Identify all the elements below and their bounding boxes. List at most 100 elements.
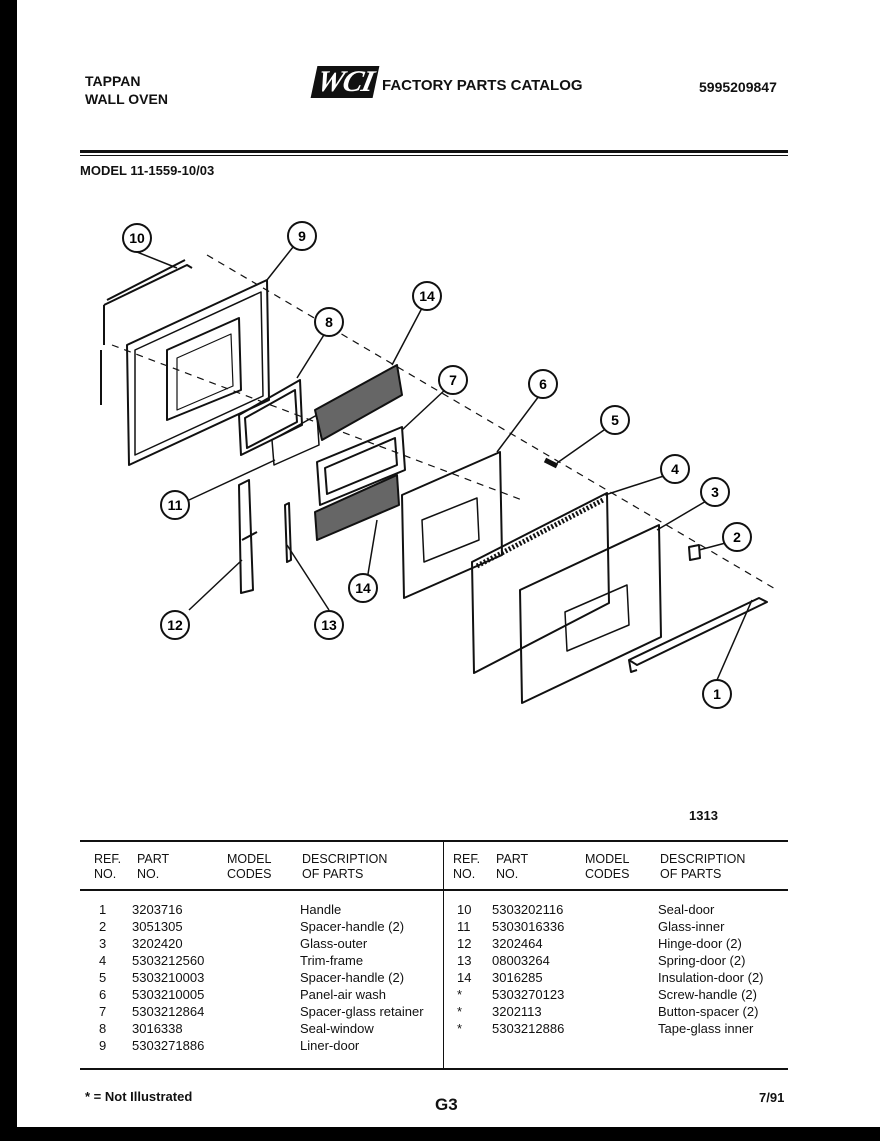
seal-door-part	[103, 259, 193, 345]
callout-circle	[314, 610, 344, 640]
callout-circle	[722, 522, 752, 552]
assembly-axis-upper	[206, 254, 778, 591]
cell-part: 5303212560	[132, 953, 205, 968]
cell-part: 3203716	[132, 902, 183, 917]
cell-ref: *	[457, 1021, 463, 1036]
cell-desc: Spacer-glass retainer	[300, 1004, 424, 1019]
glass-outer-part	[519, 524, 662, 704]
cell-desc: Insulation-door (2)	[658, 970, 764, 985]
cell-desc: Spring-door (2)	[658, 953, 746, 968]
callout-circle	[160, 490, 190, 520]
seal-window-part	[238, 379, 303, 456]
catalog-title: FACTORY PARTS CATALOG	[382, 77, 583, 94]
callout-label: 6	[539, 376, 547, 392]
handle-part	[628, 597, 768, 673]
table-top-rule	[80, 840, 788, 842]
cell-ref: 4	[99, 953, 107, 968]
cell-desc: Tape-glass inner	[658, 1021, 754, 1036]
callout-label: 9	[298, 228, 306, 244]
cell-desc: Hinge-door (2)	[658, 936, 742, 951]
callout-label: 2	[733, 529, 741, 545]
cell-part: 3202420	[132, 936, 183, 951]
trim-frame-part	[471, 492, 610, 674]
brand-line-2: WALL OVEN	[85, 91, 168, 107]
table-bottom-rule	[80, 1068, 788, 1070]
callout-6: 6	[528, 369, 558, 399]
cell-desc: Spacer-handle (2)	[300, 919, 405, 934]
callout-label: 14	[355, 580, 371, 596]
cell-ref: *	[457, 1004, 463, 1019]
panel-air-wash-part	[401, 451, 503, 599]
callout-circle	[287, 221, 317, 251]
cell-ref: 8	[99, 1021, 107, 1036]
th-ref-right: REF.NO.	[453, 852, 481, 881]
cell-part: 5303016336	[492, 919, 565, 934]
callout-circle	[700, 477, 730, 507]
header-rule-thick	[80, 150, 788, 153]
cell-desc: Glass-inner	[658, 919, 725, 934]
callout-label: 10	[129, 230, 145, 246]
cell-desc: Trim-frame	[300, 953, 364, 968]
callout-circle	[660, 454, 690, 484]
spring-door-part	[284, 502, 292, 563]
spacer-handle-2-part	[688, 544, 701, 561]
cell-desc: Spacer-handle (2)	[300, 970, 405, 985]
cell-desc: Seal-window	[300, 1021, 374, 1036]
brand-line-1: TAPPAN	[85, 73, 141, 89]
model-label: MODEL 11-1559-10/03	[80, 163, 215, 178]
table-header-rule	[80, 889, 788, 891]
spacer-handle-part	[543, 457, 559, 469]
leader-lines	[136, 241, 753, 681]
cell-part: 5303210005	[132, 987, 205, 1002]
cell-ref: 2	[99, 919, 107, 934]
page-code: G3	[435, 1095, 458, 1114]
callout-3: 3	[700, 477, 730, 507]
callout-2: 2	[722, 522, 752, 552]
cell-part: 5303212886	[492, 1021, 565, 1036]
cell-ref: 11	[457, 919, 471, 934]
callout-11: 11	[160, 490, 190, 520]
assembly-axis-lower	[111, 344, 523, 501]
callout-circle	[348, 573, 378, 603]
callout-4: 4	[660, 454, 690, 484]
figure-number: 1313	[689, 808, 718, 823]
callout-12: 12	[160, 610, 190, 640]
cell-part: 5303202116	[492, 902, 564, 917]
callout-circle	[314, 307, 344, 337]
cell-ref: 14	[457, 970, 472, 985]
cell-part: 5303270123	[492, 987, 565, 1002]
catalog-number: 5995209847	[699, 79, 777, 95]
cell-desc: Button-spacer (2)	[658, 1004, 759, 1019]
cell-part: 5303212864	[132, 1004, 205, 1019]
footer-date: 7/91	[759, 1090, 785, 1105]
callout-7: 7	[438, 365, 468, 395]
callout-label: 11	[168, 497, 183, 513]
callout-10: 10	[122, 223, 152, 253]
th-ref-left: REF.NO.	[94, 852, 122, 881]
callout-label: 8	[325, 314, 333, 330]
callout-circle	[412, 281, 442, 311]
cell-ref: 7	[99, 1004, 107, 1019]
cell-ref: 3	[99, 936, 107, 951]
glass-inner-part	[271, 414, 320, 466]
callout-circle	[600, 405, 630, 435]
callout-label: 13	[321, 617, 337, 633]
callout-label: 4	[671, 461, 679, 477]
cell-ref: 1	[99, 902, 107, 917]
spacer-glass-retainer-part	[316, 426, 406, 506]
cell-ref: 10	[457, 902, 472, 917]
cell-desc: Handle	[300, 902, 342, 917]
cell-part: 08003264	[492, 953, 550, 968]
header-rule-thin	[80, 155, 788, 156]
cell-ref: 12	[457, 936, 472, 951]
callout-label: 1	[713, 686, 721, 702]
callout-circle	[528, 369, 558, 399]
cell-part: 5303271886	[132, 1038, 205, 1053]
